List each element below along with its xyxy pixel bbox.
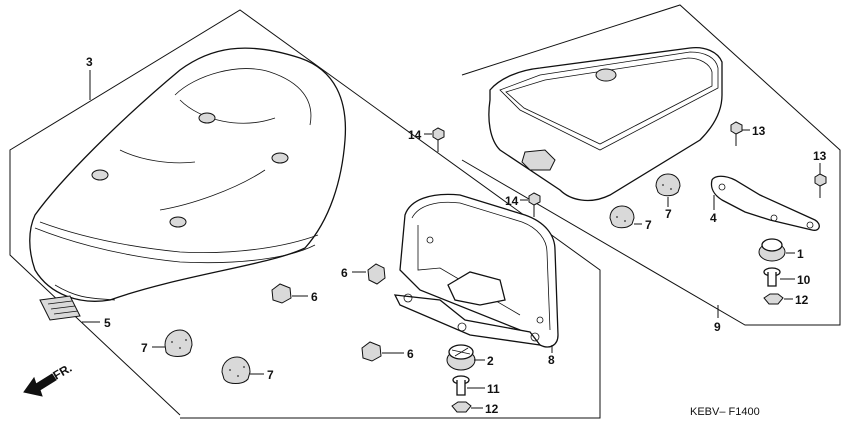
collar-part-10	[763, 267, 781, 287]
callout-7-a: 7	[141, 341, 148, 355]
bolt-13-b	[814, 173, 827, 198]
callout-2: 2	[487, 354, 494, 368]
callout-6-c: 6	[407, 347, 414, 361]
bolt-14-b	[528, 192, 541, 217]
callout-7-b: 7	[267, 368, 274, 382]
callout-5: 5	[104, 316, 111, 330]
cushion-6-b	[271, 283, 292, 304]
cushion-7-c	[609, 205, 635, 229]
rear-seat-group-outline	[461, 4, 841, 326]
callout-14-a: 14	[408, 128, 422, 142]
grommet-part-2	[446, 344, 476, 371]
nut-part-12-b	[763, 293, 784, 305]
callout-1: 1	[797, 247, 804, 261]
pad-part-5	[39, 295, 81, 321]
rear-seat-part-9	[488, 46, 723, 202]
cushion-7-a	[164, 329, 193, 357]
bracket-part-8	[393, 193, 559, 348]
grommet-part-1	[758, 238, 786, 262]
callout-8: 8	[548, 353, 555, 367]
callout-3: 3	[86, 55, 93, 69]
cushion-7-b	[221, 356, 251, 384]
callout-7-d: 7	[665, 207, 672, 221]
callout-labels: 3 5 6 6 6 7 7 7 7 2 11 12 8 14 14 13 13 …	[86, 55, 827, 416]
bracket-part-4	[710, 175, 820, 231]
callout-12-b: 12	[795, 293, 809, 307]
cushion-6-c	[361, 341, 382, 362]
callout-6-a: 6	[341, 266, 348, 280]
nut-part-12-a	[451, 401, 472, 413]
callout-4: 4	[710, 211, 717, 225]
cushion-6-a	[367, 263, 386, 285]
leader-lines	[82, 70, 821, 409]
collar-part-11	[452, 375, 470, 396]
callout-9: 9	[714, 320, 721, 334]
front-direction-arrow: FR.	[23, 361, 74, 397]
callout-6-b: 6	[311, 290, 318, 304]
callout-14-b: 14	[505, 194, 519, 208]
front-seat-part-3	[29, 47, 347, 302]
callout-12-a: 12	[485, 402, 499, 416]
callout-13-a: 13	[752, 124, 766, 138]
bolt-13-a	[730, 121, 743, 146]
callout-7-c: 7	[645, 218, 652, 232]
cushion-7-d	[655, 173, 681, 197]
callout-11: 11	[487, 382, 500, 396]
bolt-14-a	[432, 127, 445, 152]
front-seat-group-outline	[9, 9, 601, 419]
callout-13-b: 13	[813, 149, 827, 163]
diagram-code: KEBV– F1400	[690, 406, 760, 418]
callout-10: 10	[797, 273, 811, 287]
